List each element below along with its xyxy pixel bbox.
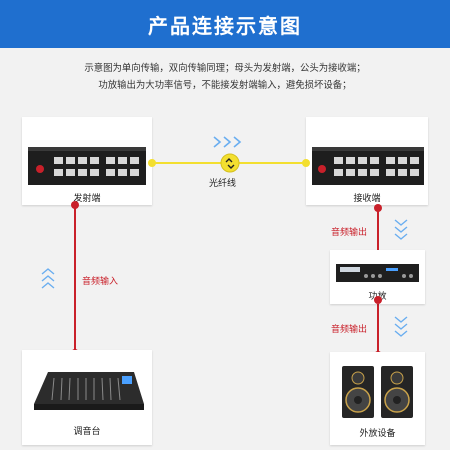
fiber-label: 光纤线 (209, 179, 237, 189)
audio-output-line-2 (377, 300, 379, 355)
amplifier-panel: 功放 (330, 250, 425, 304)
audio-output-line-1 (377, 205, 379, 253)
fiber-direction-arrows-icon (213, 136, 242, 148)
speakers-label: 外放设备 (359, 429, 396, 439)
audio-output-dot-mid (374, 296, 382, 304)
page-header: 产品连接示意图 (0, 0, 450, 48)
page-title: 产品连接示意图 (148, 13, 302, 38)
description-line-1: 示意图为单向传输，双向传输同理；母头为发射端，公头为接收端； (84, 63, 366, 74)
audio-input-line (74, 205, 76, 353)
receiver-device-image (312, 147, 424, 185)
fiber-dot-right (302, 159, 310, 167)
receiver-label: 接收端 (353, 194, 381, 204)
audio-output-label-1: 音频输出 (331, 228, 368, 238)
audio-input-dot-top (71, 201, 79, 209)
amplifier-device-image (336, 264, 419, 282)
audio-output-down-arrows-icon-1 (394, 219, 408, 240)
fiber-dot-left (148, 159, 156, 167)
transmitter-label: 发射端 (73, 194, 101, 204)
audio-output-dot-top (374, 204, 382, 212)
receiver-panel: 接收端 (306, 117, 428, 205)
description: 示意图为单向传输，双向传输同理；母头为发射端，公头为接收端； 功放输出为大功率信… (0, 60, 450, 94)
mixer-label: 调音台 (73, 427, 101, 437)
audio-output-down-arrows-icon-2 (394, 316, 408, 337)
mixer-device-image (34, 372, 144, 410)
fiber-connector-icon (220, 153, 240, 173)
speakers-panel: 外放设备 (330, 352, 425, 445)
description-line-2: 功放输出为大功率信号，不能接发射端输入，避免损坏设备； (98, 80, 352, 91)
audio-output-label-2: 音频输出 (331, 325, 368, 335)
audio-input-label: 音频输入 (82, 277, 119, 287)
audio-input-up-arrows-icon (41, 268, 55, 289)
mixer-panel: 调音台 (22, 350, 152, 445)
speakers-device-image (342, 366, 413, 418)
transmitter-panel: 发射端 (22, 117, 152, 205)
transmitter-device-image (28, 147, 146, 185)
